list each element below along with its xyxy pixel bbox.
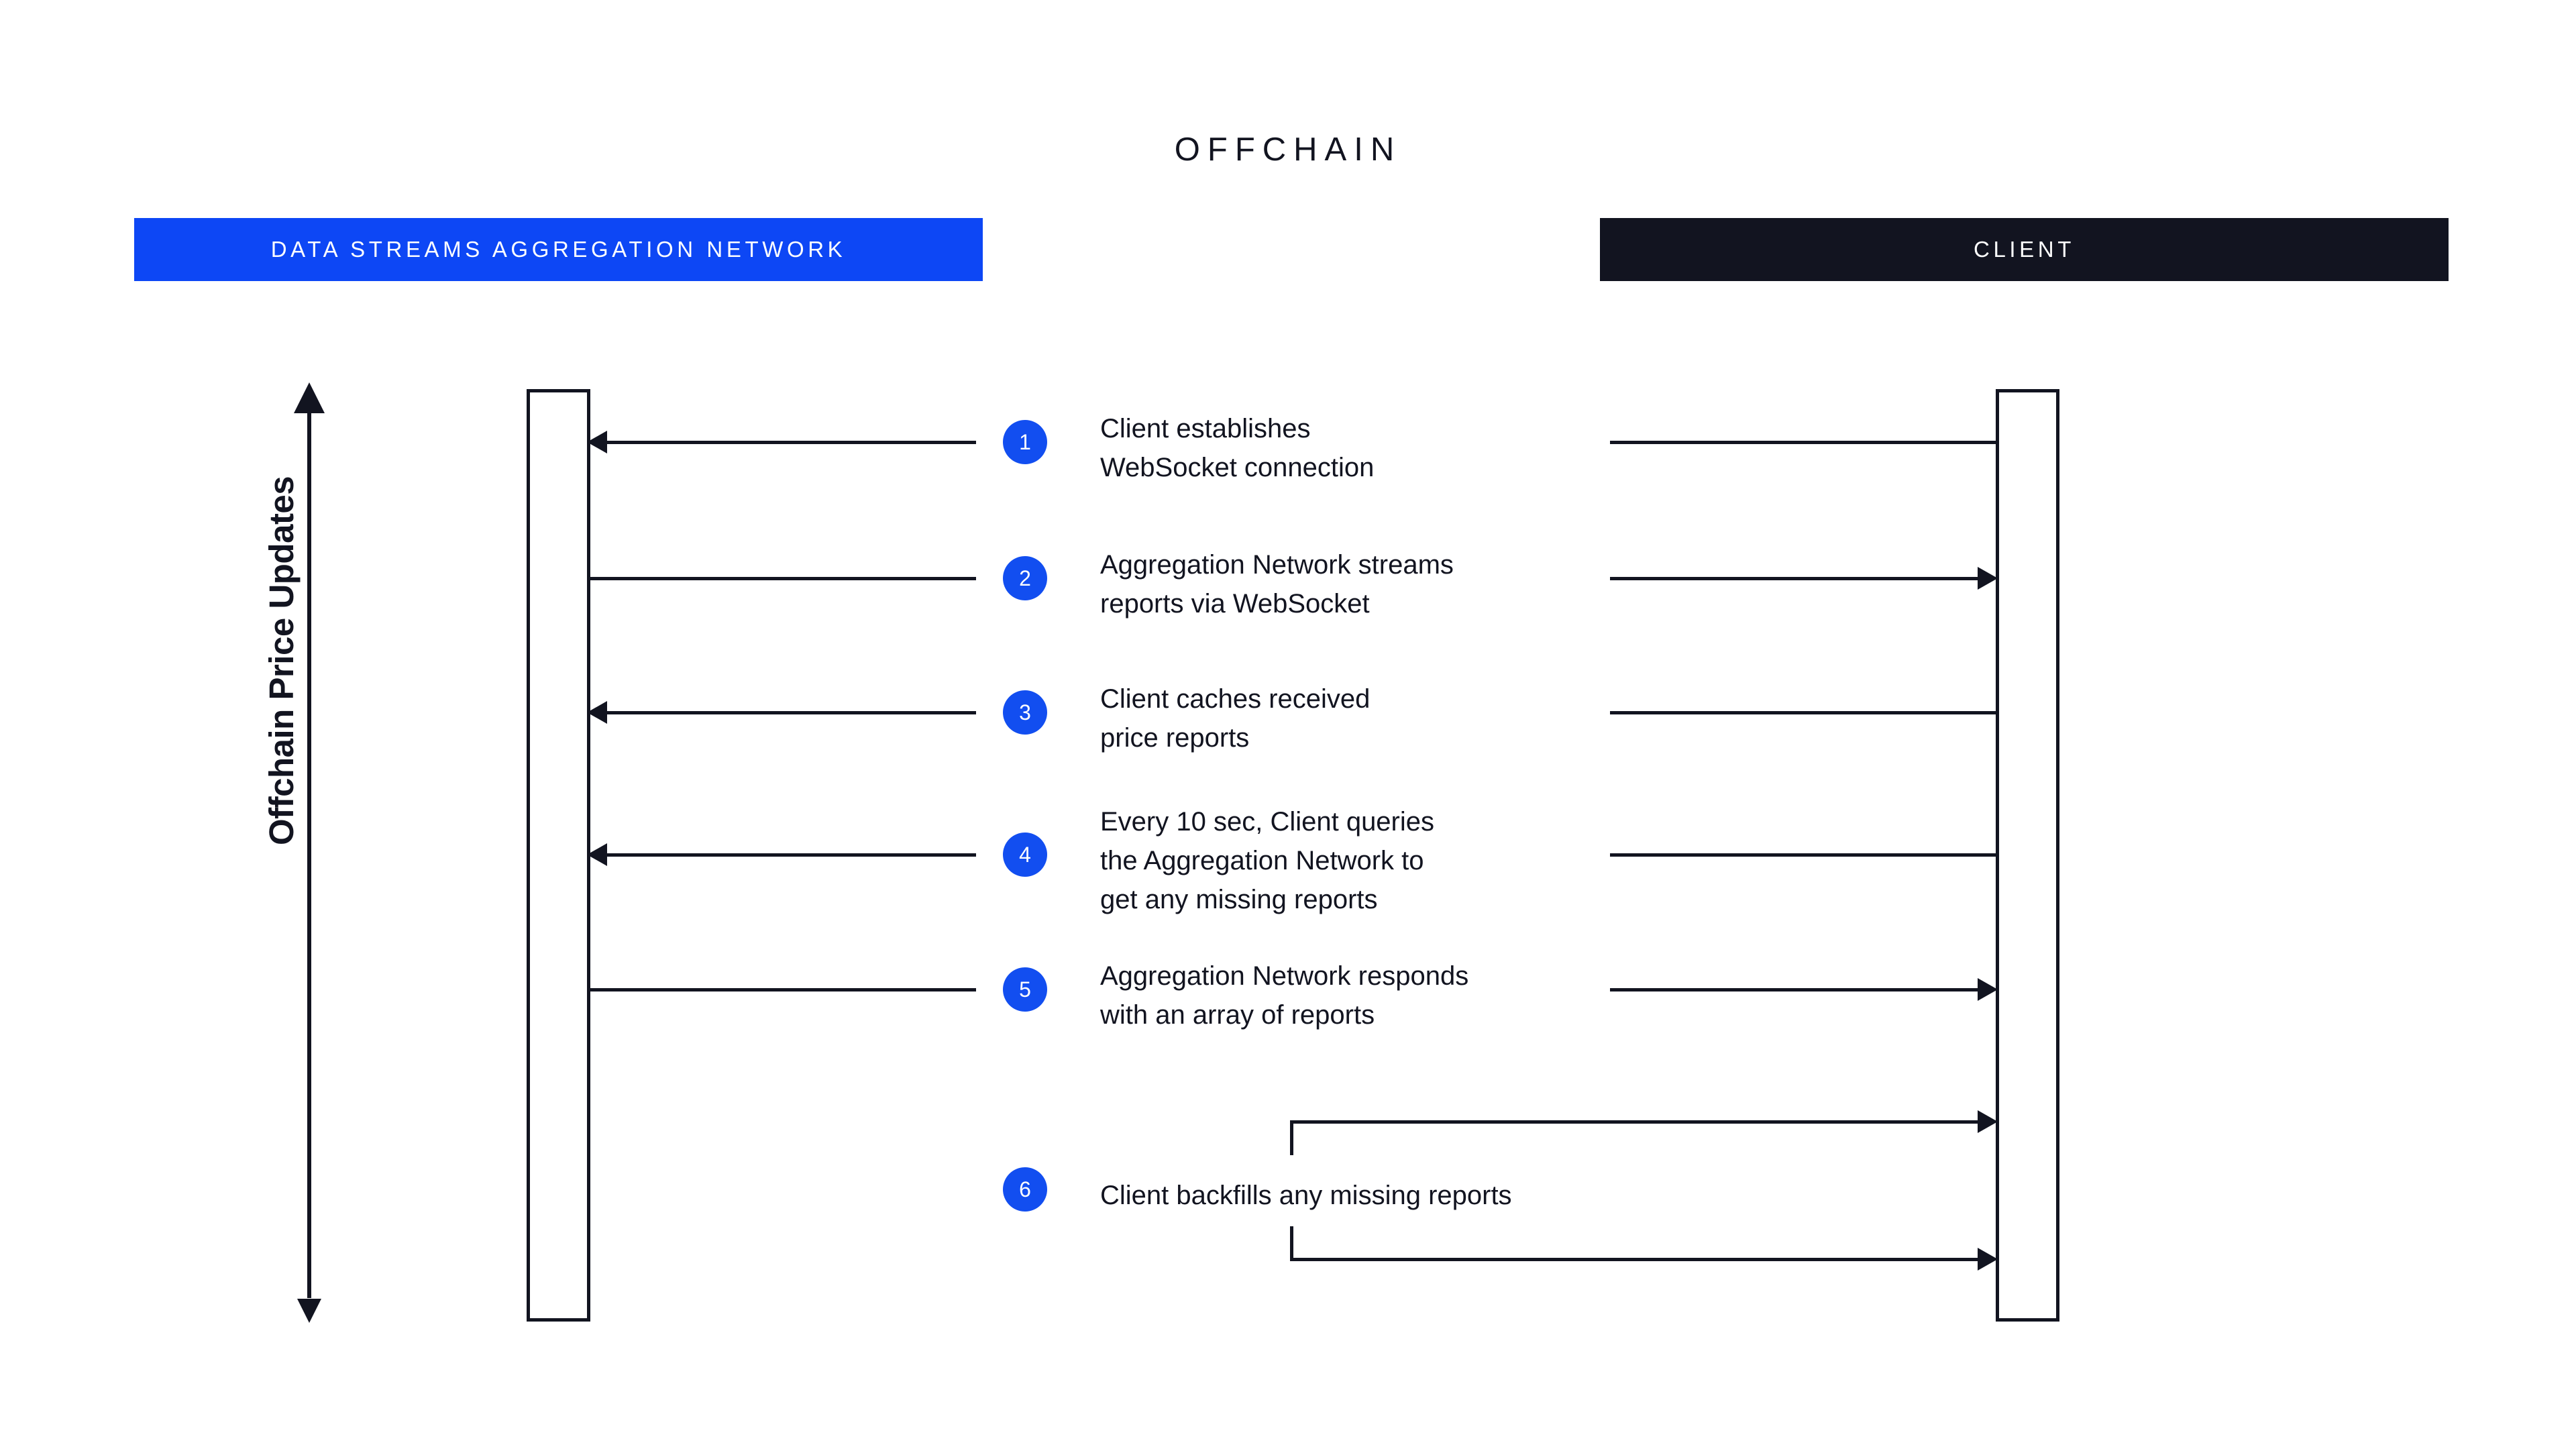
connector-step-6-top-stub [1290, 1120, 1293, 1155]
step-text-6: Client backfills any missing reports [1100, 1181, 1512, 1210]
connector-step-3-left-segment [607, 711, 976, 714]
arrow-head-step-3 [587, 701, 607, 724]
step-marker-4: 4 [1003, 833, 1047, 877]
arrow-down-icon [297, 1299, 321, 1323]
connector-step-5-right-segment [1610, 988, 1978, 991]
connector-step-6-bottom-line [1290, 1258, 1978, 1261]
lane-header-aggregation-network: DATA STREAMS AGGREGATION NETWORK [134, 218, 983, 281]
step-text-5: Aggregation Network responds with an arr… [1100, 961, 1469, 1030]
connector-step-4-left-segment [607, 853, 976, 857]
step-marker-6: 6 [1003, 1167, 1047, 1212]
connector-step-1-right-segment [1610, 441, 1998, 444]
arrow-head-step-2 [1978, 567, 1998, 590]
lifeline-client [1996, 389, 2059, 1322]
axis-label: Offchain Price Updates [262, 476, 301, 845]
connector-step-4-right-segment [1610, 853, 1998, 857]
axis-line [307, 409, 311, 1298]
arrow-head-step-1 [587, 431, 607, 453]
connector-step-6-bottom-stub [1290, 1226, 1293, 1261]
connector-step-6-top-line [1290, 1120, 1978, 1124]
step-text-4: Every 10 sec, Client queries the Aggrega… [1100, 807, 1435, 914]
lane-header-client-label: CLIENT [1974, 237, 2075, 262]
lane-header-client: CLIENT [1600, 218, 2449, 281]
connector-step-3-right-segment [1610, 711, 1998, 714]
step-marker-1: 1 [1003, 420, 1047, 464]
arrow-head-step-6-top [1978, 1110, 1998, 1133]
arrow-up-icon [294, 382, 325, 413]
arrow-head-step-6-bottom [1978, 1248, 1998, 1271]
step-text-2: Aggregation Network streams reports via … [1100, 550, 1454, 619]
lane-header-aggregation-network-label: DATA STREAMS AGGREGATION NETWORK [270, 237, 847, 262]
connector-step-2-right-segment [1610, 577, 1978, 580]
step-text-1: Client establishes WebSocket connection [1100, 414, 1375, 482]
step-marker-2: 2 [1003, 556, 1047, 600]
connector-step-5-left-segment [590, 988, 976, 991]
step-marker-5: 5 [1003, 967, 1047, 1012]
step-text-3: Client caches received price reports [1100, 684, 1371, 753]
lifeline-aggregation-network [527, 389, 590, 1322]
connector-step-2-left-segment [590, 577, 976, 580]
arrow-head-step-4 [587, 843, 607, 866]
step-marker-3: 3 [1003, 690, 1047, 735]
arrow-head-step-5 [1978, 978, 1998, 1001]
page-title: OFFCHAIN [1174, 131, 1402, 168]
time-axis [294, 382, 325, 1323]
connector-step-1-left-segment [607, 441, 976, 444]
